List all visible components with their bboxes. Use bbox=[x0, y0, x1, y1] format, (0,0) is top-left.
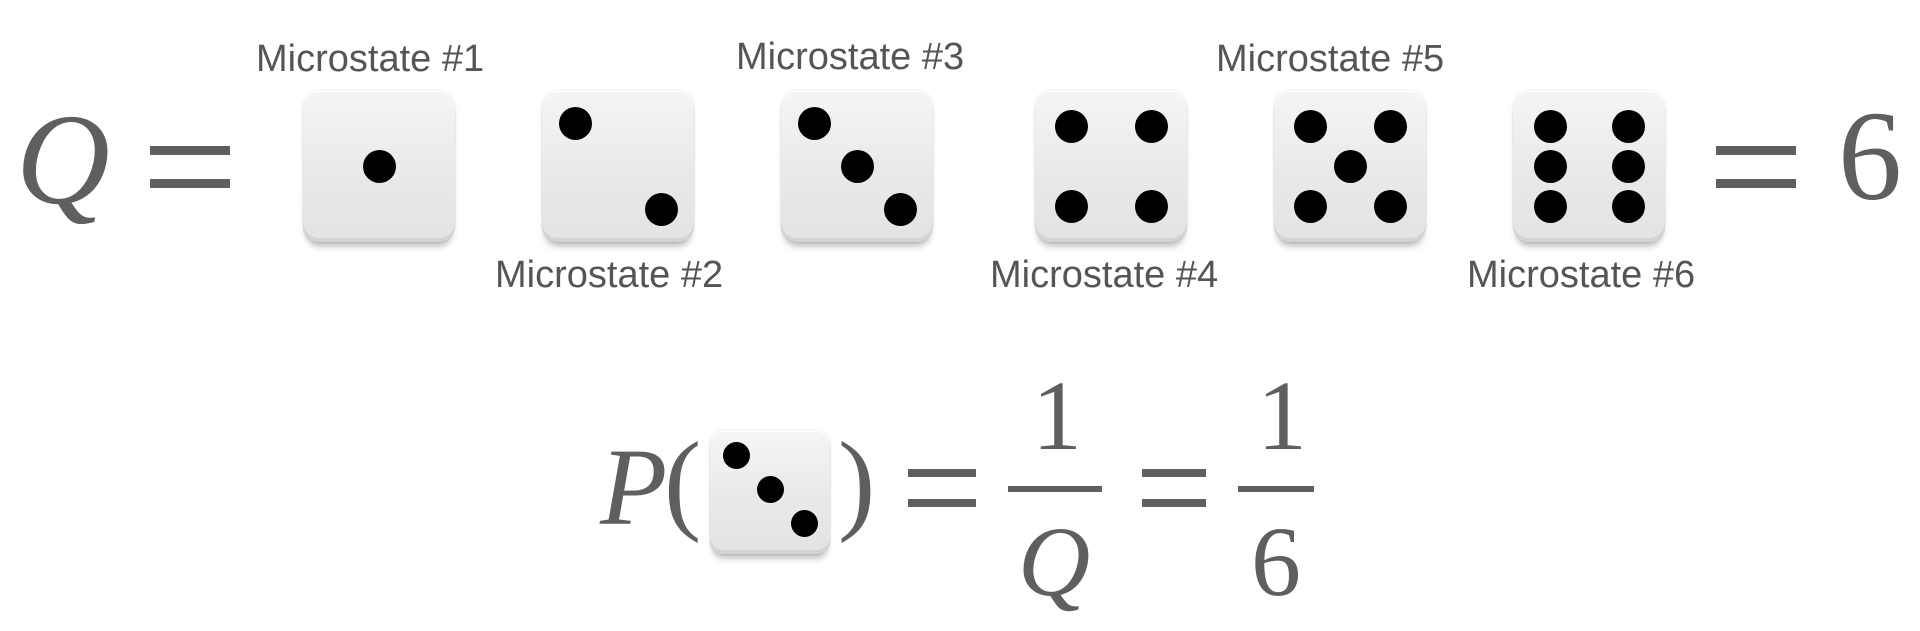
fraction2-denominator: 6 bbox=[1251, 506, 1301, 617]
die-pip bbox=[1333, 149, 1367, 183]
die-pip bbox=[1054, 189, 1088, 223]
die-pip bbox=[644, 192, 678, 226]
die-face-4 bbox=[1035, 90, 1187, 242]
fraction2-bar bbox=[1238, 486, 1314, 492]
die-pip bbox=[1293, 189, 1327, 223]
equals-sign-2 bbox=[1716, 146, 1796, 188]
microstate-count: 6 bbox=[1838, 85, 1902, 227]
die-pip bbox=[1611, 109, 1645, 143]
microstate-label-6: Microstate #6 bbox=[1467, 254, 1696, 296]
die-pip bbox=[1373, 189, 1407, 223]
die-pip bbox=[1611, 149, 1645, 183]
die-face-6 bbox=[1513, 90, 1665, 242]
open-paren: ( bbox=[664, 420, 702, 544]
die-pip bbox=[1373, 109, 1407, 143]
die-pip bbox=[1293, 109, 1327, 143]
die-pip bbox=[1533, 189, 1567, 223]
die-pip bbox=[558, 106, 592, 140]
microstate-label-5: Microstate #5 bbox=[1216, 38, 1445, 80]
q-symbol: Q bbox=[16, 88, 110, 232]
die-pip bbox=[1533, 149, 1567, 183]
close-paren: ) bbox=[838, 420, 876, 544]
die-pip bbox=[1533, 109, 1567, 143]
microstate-label-2: Microstate #2 bbox=[495, 254, 724, 296]
microstate-label-1: Microstate #1 bbox=[256, 38, 485, 80]
die-pip bbox=[1054, 109, 1088, 143]
die-pip bbox=[1134, 109, 1168, 143]
die-pip bbox=[840, 149, 874, 183]
die-pip bbox=[797, 106, 831, 140]
die-pip bbox=[1611, 189, 1645, 223]
equals-sign-3 bbox=[908, 469, 976, 507]
probability-symbol: P bbox=[600, 426, 668, 548]
die-pip bbox=[1134, 189, 1168, 223]
fraction1-numerator: 1 bbox=[1032, 360, 1082, 471]
fraction1-bar bbox=[1008, 486, 1102, 492]
fraction1-denominator: Q bbox=[1018, 506, 1091, 617]
die-pip bbox=[790, 509, 818, 537]
fraction2-numerator: 1 bbox=[1257, 360, 1307, 471]
die-face-5 bbox=[1274, 90, 1426, 242]
die-pip bbox=[722, 441, 750, 469]
die-face-1 bbox=[303, 90, 455, 242]
equals-sign-1 bbox=[150, 146, 230, 188]
die-face-3 bbox=[781, 90, 933, 242]
microstate-label-4: Microstate #4 bbox=[990, 254, 1219, 296]
die-pip bbox=[883, 192, 917, 226]
microstate-label-3: Microstate #3 bbox=[736, 36, 965, 78]
die-face-2 bbox=[542, 90, 694, 242]
die-pip bbox=[362, 149, 396, 183]
equals-sign-4 bbox=[1142, 469, 1206, 507]
die-face-probability bbox=[710, 430, 830, 554]
die-pip bbox=[756, 475, 784, 503]
